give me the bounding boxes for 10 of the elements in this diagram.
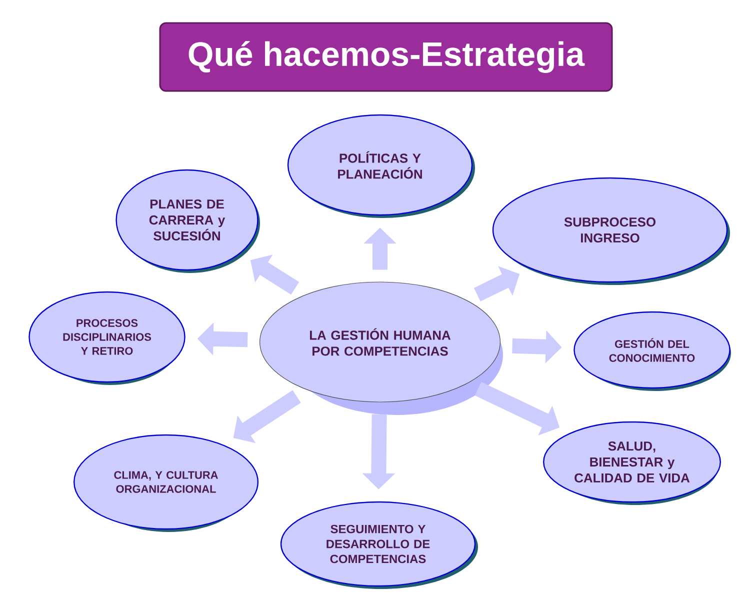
- ellipse-node: GESTIÓN DEL CONOCIMIENTO: [574, 311, 731, 391]
- ellipse-node: PROCESOS DISCIPLINARIOS Y RETIRO: [28, 291, 186, 385]
- ellipse-node: SEGUIMIENTO Y DESARROLLO DE COMPETENCIAS: [280, 501, 478, 589]
- ellipse-node: CLIMA, Y CULTURA ORGANIZACIONAL: [73, 434, 259, 532]
- ellipse-node: SALUD, BIENESTAR y CALIDAD DE VIDA: [543, 421, 721, 505]
- ellipse-node: SUBPROCESO INGRESO: [492, 177, 730, 285]
- title-banner: Qué hacemos-Estrategia: [159, 22, 613, 92]
- ellipse-node: LA GESTIÓN HUMANA POR COMPETENCIAS: [260, 282, 503, 415]
- ellipse-node: POLÍTICAS Y PLANEACIÓN: [287, 114, 475, 218]
- ellipse-node: PLANES DE CARRERA y SUCESIÓN: [116, 169, 260, 273]
